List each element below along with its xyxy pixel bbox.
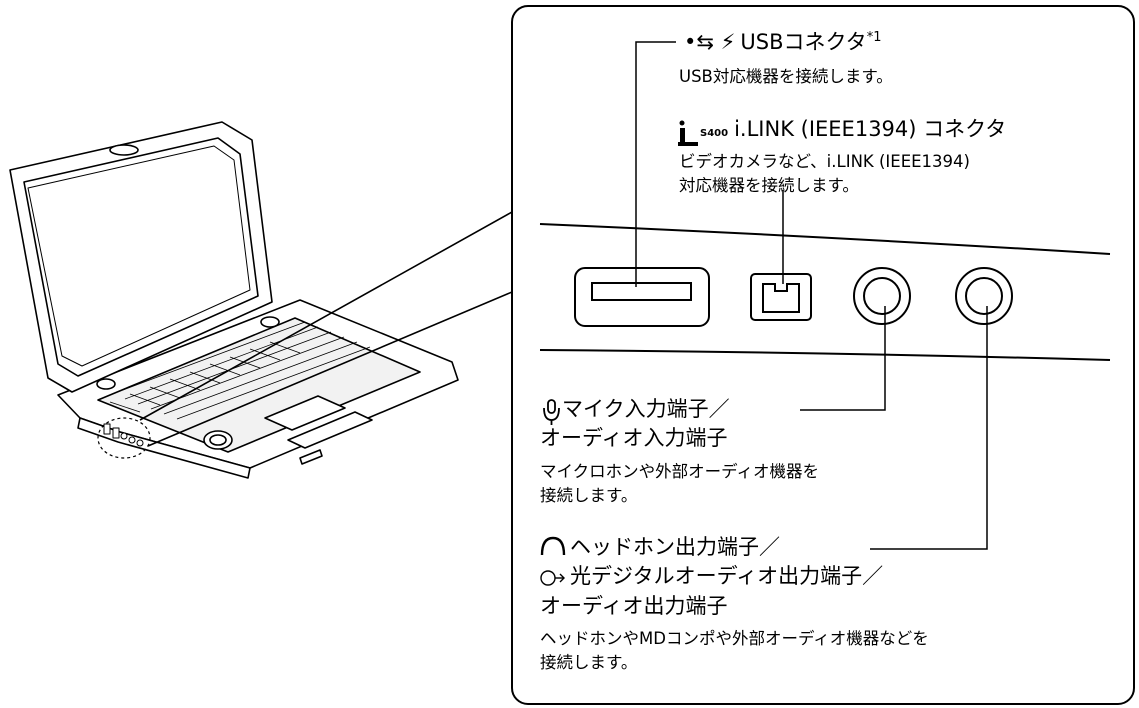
panel-top-edge bbox=[539, 223, 1111, 255]
headphone-desc-2: 接続します。 bbox=[540, 653, 638, 672]
panel-bottom-edge bbox=[539, 349, 1111, 361]
ilink-port bbox=[750, 273, 812, 321]
ilink-badge: S400 bbox=[700, 128, 729, 139]
zoom-lines bbox=[139, 211, 513, 447]
mic-desc-2: 接続します。 bbox=[540, 486, 638, 505]
headphone-title-3: オーディオ出力端子 bbox=[540, 594, 728, 618]
headphone-title-2: 光デジタルオーディオ出力端子／ bbox=[570, 564, 884, 588]
ilink-desc-1: ビデオカメラなど、i.LINK (IEEE1394) bbox=[679, 152, 970, 171]
leader-lines bbox=[635, 41, 988, 550]
usb-icon: •⇆ ⚡ bbox=[684, 30, 736, 54]
mic-icon bbox=[543, 399, 560, 425]
headphone-desc-1: ヘッドホンやMDコンポや外部オーディオ機器などを bbox=[540, 629, 929, 648]
headphone-icon bbox=[540, 536, 566, 556]
callout-box bbox=[511, 5, 1135, 705]
usb-desc: USB対応機器を接続します。 bbox=[679, 67, 893, 86]
mic-title-1: マイク入力端子／ bbox=[562, 397, 730, 421]
usb-title: USBコネクタ bbox=[740, 30, 867, 54]
ilink-desc-2: 対応機器を接続します。 bbox=[679, 176, 859, 195]
ilink-label: S400 i.LINK (IEEE1394) コネクタ bbox=[700, 117, 1006, 142]
ilink-title: i.LINK (IEEE1394) コネクタ bbox=[734, 117, 1007, 141]
mic-title-2: オーディオ入力端子 bbox=[540, 426, 728, 450]
mic-jack bbox=[853, 267, 911, 325]
laptop-illustration bbox=[9, 121, 459, 479]
usb-footnote: *1 bbox=[866, 30, 882, 45]
mic-desc-1: マイクロホンや外部オーディオ機器を bbox=[540, 462, 820, 481]
optical-icon bbox=[540, 570, 565, 586]
usb-port bbox=[574, 267, 710, 327]
headphone-title-1: ヘッドホン出力端子／ bbox=[570, 535, 780, 559]
usb-label: •⇆ ⚡USBコネクタ*1 bbox=[684, 30, 881, 55]
ilink-icon bbox=[678, 120, 698, 146]
headphone-jack bbox=[955, 267, 1013, 325]
